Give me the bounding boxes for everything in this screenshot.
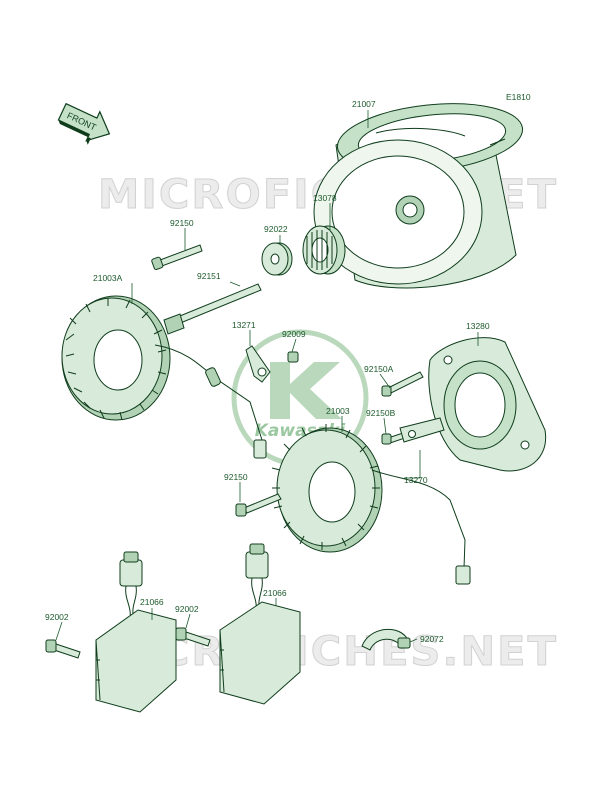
clamp-92072 [361,628,411,651]
label-92150-mid: 92150 [224,472,248,482]
label-13280: 13280 [466,321,490,331]
screw-92009 [287,351,299,363]
label-21066-right: 21066 [263,588,287,598]
label-92009: 92009 [282,329,306,339]
label-e1810: E1810 [506,92,531,102]
label-92002-left: 92002 [45,612,69,622]
label-21003: 21003 [326,406,350,416]
gear-13078 [302,225,346,275]
bolt-92151 [163,283,262,335]
stator-21003 [271,424,471,585]
leader-lines [55,110,479,643]
part-labels: E1810 21007 13078 92022 92150 21003A 921… [45,92,531,644]
label-92151: 92151 [197,271,221,281]
label-92002-right: 92002 [175,604,199,614]
bolt-92150A [381,371,424,397]
bolt-92002-left [45,639,81,659]
label-92150A: 92150A [364,364,394,374]
label-13270: 13270 [404,475,428,485]
washer-92022 [261,242,293,276]
bolt-92150-top [151,244,203,271]
label-13078: 13078 [313,193,337,203]
cover-13280 [428,337,547,472]
rotor-21007 [313,103,524,289]
label-92150B: 92150B [366,408,396,418]
label-92150-top: 92150 [170,218,194,228]
plate-13271 [245,345,271,383]
front-arrow-icon: FRONT [57,102,111,145]
bolt-92002-right [175,627,211,647]
label-92072: 92072 [420,634,444,644]
regulator-21066-left [95,551,177,713]
label-13271: 13271 [232,320,256,330]
label-21066-left: 21066 [140,597,164,607]
bolt-92150-mid [235,493,282,517]
label-21003A: 21003A [93,273,123,283]
plate-13270 [399,417,445,443]
regulator-21066-right [219,543,301,705]
stator-21003A [61,295,267,459]
label-92022: 92022 [264,224,288,234]
label-21007: 21007 [352,99,376,109]
